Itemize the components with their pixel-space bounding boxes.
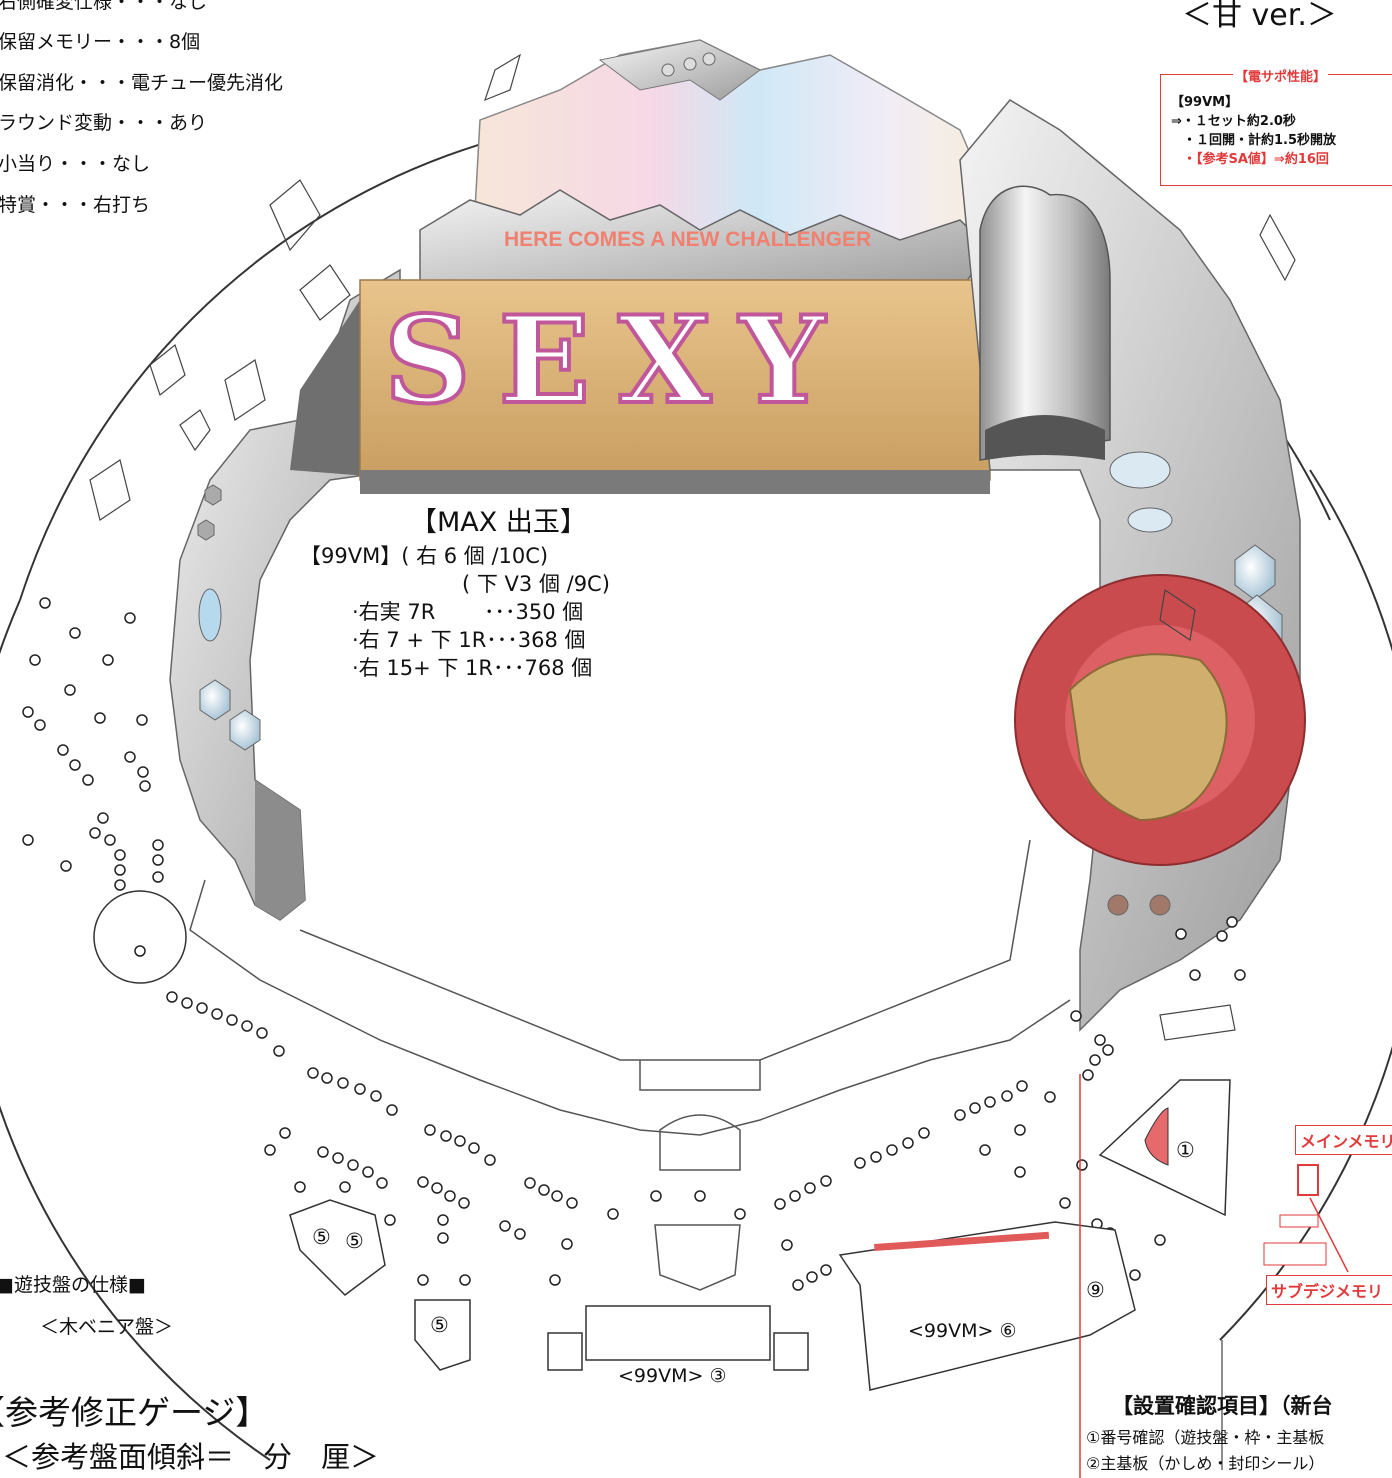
- max-out-row3: ·右実 7R ･･･350 個: [352, 600, 584, 624]
- flower-ornament: [1014, 574, 1306, 866]
- board-pins: [22, 597, 1246, 1291]
- densapo-line2: ・１回開・計約1.5秒開放: [1183, 133, 1337, 148]
- densapo-line3: ・【参考SA値】⇒約16回: [1183, 152, 1329, 167]
- max-out-row4: ·右 7 + 下 1R･･･368 個: [352, 628, 586, 652]
- check-item-2: ②主基板（かしめ・封印シール）: [1086, 1454, 1325, 1473]
- check-item-1: ①番号確認（遊技盤・枠・主基板: [1086, 1428, 1325, 1447]
- max-out-row1: 【99VM】( 右 6 個 /10C): [300, 544, 549, 568]
- sub-memory-label: サブデジメモリ: [1266, 1275, 1392, 1305]
- attacker-plate: [874, 1231, 1050, 1251]
- gauge-title: 【参考修正ゲージ】: [0, 1393, 269, 1432]
- logo-plate: [290, 279, 991, 494]
- version-label: ＜甘 ver.＞: [1182, 0, 1337, 33]
- start-pocket-marker: [1144, 1107, 1169, 1166]
- densapo-line1: ⇒・１セット約2.0秒: [1171, 114, 1296, 129]
- memory-display: [1263, 1164, 1349, 1273]
- board-spec-type: ＜木ベニア盤＞: [40, 1316, 174, 1338]
- board-spec-title: ■遊技盤の仕様■: [0, 1274, 146, 1296]
- spec-line-1: 右側確変仕様・・・なし: [0, 0, 208, 13]
- left-guide-wires: [89, 53, 1296, 1041]
- max-out-heading: 【MAX 出玉】: [410, 507, 587, 538]
- right-frame-rail: [959, 99, 1301, 1032]
- windmill: [93, 890, 187, 984]
- spec-line-3: 保留消化・・・電チュー優先消化: [0, 72, 284, 94]
- logo-tagline: HERE COMES A NEW CHALLENGER: [504, 228, 872, 251]
- densapo-spec: 【99VM】: [1171, 95, 1239, 110]
- max-out-row2: ( 下 V3 個 /9C): [462, 572, 610, 596]
- label-attacker-bottom: <99VM> ③: [618, 1365, 727, 1387]
- spec-line-5: 小当り・・・なし: [0, 153, 151, 175]
- densapo-box: 【電サポ性能】 【99VM】 ⇒・１セット約2.0秒 ・１回開・計約1.5秒開放…: [1160, 66, 1392, 186]
- spec-line-2: 保留メモリー・・・8個: [0, 31, 201, 53]
- label-start-pocket: ①: [1176, 1138, 1195, 1162]
- logo-title: SEXY: [382, 288, 853, 433]
- max-out-row5: ·右 15+ 下 1R･･･768 個: [352, 656, 593, 680]
- check-title: 【設置確認項目】（新台: [1112, 1394, 1333, 1418]
- label-pocket-5a: ⑤: [312, 1225, 331, 1249]
- label-pocket-5c: ⑤: [430, 1313, 449, 1337]
- spec-line-4: ラウンド変動・・・あり: [0, 112, 208, 134]
- densapo-title: 【電サポ性能】: [1233, 66, 1329, 85]
- label-pocket-5b: ⑤: [345, 1229, 364, 1253]
- main-memory-label: メインメモリ: [1295, 1125, 1392, 1155]
- label-attacker-right: <99VM> ⑥: [908, 1320, 1017, 1342]
- gauge-tilt: ＜参考盤面傾斜＝ 分 厘＞: [2, 1440, 380, 1474]
- center-stage: [189, 839, 1071, 1291]
- spec-line-6: 特賞・・・右打ち: [0, 194, 151, 216]
- top-decoration: [419, 39, 991, 301]
- label-pocket-9: ⑨: [1086, 1278, 1105, 1302]
